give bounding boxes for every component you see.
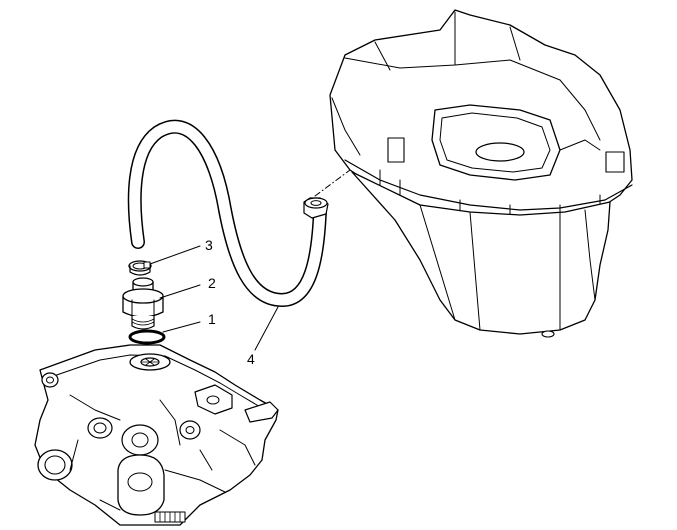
breather-hose: [127, 119, 329, 307]
callout-1: 1: [208, 311, 216, 327]
leader-lines: [149, 245, 279, 351]
air-filter-housing: [314, 9, 633, 338]
callout-2: 2: [208, 275, 216, 291]
callout-labels: 1 2 3 4: [205, 237, 255, 367]
o-ring-seal: [128, 329, 166, 345]
breather-valve: [122, 277, 164, 330]
callout-4: 4: [247, 351, 255, 367]
engine-crankcase: [34, 344, 279, 526]
callout-3: 3: [205, 237, 213, 253]
hose-clamp: [128, 260, 152, 276]
